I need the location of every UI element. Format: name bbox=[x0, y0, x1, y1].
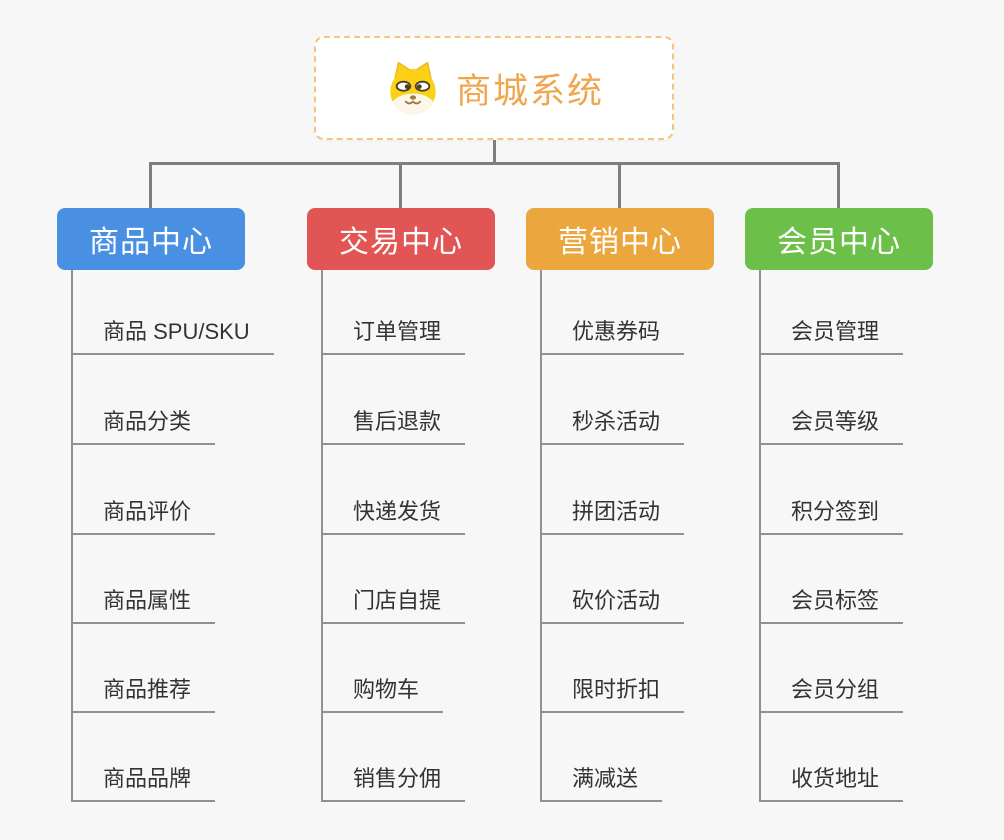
sub-topic-node[interactable]: 会员标签 bbox=[759, 587, 904, 624]
connector-drop-member bbox=[837, 162, 840, 208]
sub-topic-node[interactable]: 销售分佣 bbox=[321, 765, 466, 802]
sub-topic-node[interactable]: 商品品牌 bbox=[71, 765, 216, 802]
sub-topic-node[interactable]: 门店自提 bbox=[321, 587, 466, 624]
sub-topic-node[interactable]: 优惠券码 bbox=[540, 318, 685, 355]
sub-topic-node[interactable]: 订单管理 bbox=[321, 318, 466, 355]
connector-root-drop bbox=[493, 140, 496, 163]
branch-trunk-member bbox=[759, 270, 761, 801]
connector-drop-product bbox=[149, 162, 152, 208]
sub-topic-node[interactable]: 满减送 bbox=[540, 765, 663, 802]
root-title: 商城系统 bbox=[455, 71, 604, 111]
branch-trunk-marketing bbox=[540, 270, 542, 801]
sub-topic-node[interactable]: 限时折扣 bbox=[540, 676, 685, 713]
doge-icon bbox=[390, 61, 436, 115]
branch-node-member-center[interactable]: 会员中心 bbox=[745, 208, 933, 270]
branch-node-trade-center[interactable]: 交易中心 bbox=[307, 208, 495, 270]
sub-topic-node[interactable]: 拼团活动 bbox=[540, 498, 685, 535]
sub-topic-node[interactable]: 购物车 bbox=[321, 676, 444, 713]
sub-topic-node[interactable]: 商品 SPU/SKU bbox=[71, 318, 274, 355]
sub-topic-node[interactable]: 砍价活动 bbox=[540, 587, 685, 624]
sub-topic-node[interactable]: 积分签到 bbox=[759, 498, 904, 535]
branch-node-product-center[interactable]: 商品中心 bbox=[57, 208, 245, 270]
sub-topic-node[interactable]: 秒杀活动 bbox=[540, 408, 685, 445]
sub-topic-node[interactable]: 售后退款 bbox=[321, 408, 466, 445]
root-node-mall-system[interactable]: 商城系统 bbox=[314, 36, 674, 140]
sub-topic-node[interactable]: 商品推荐 bbox=[71, 676, 216, 713]
sub-topic-node[interactable]: 收货地址 bbox=[759, 765, 904, 802]
branch-node-marketing-center[interactable]: 营销中心 bbox=[526, 208, 714, 270]
sub-topic-node[interactable]: 快递发货 bbox=[321, 498, 466, 535]
sub-topic-node[interactable]: 会员管理 bbox=[759, 318, 904, 355]
branch-trunk-product bbox=[71, 270, 73, 801]
sub-topic-node[interactable]: 商品分类 bbox=[71, 408, 216, 445]
sub-topic-node[interactable]: 会员分组 bbox=[759, 676, 904, 713]
connector-horizontal-bar bbox=[149, 162, 839, 165]
connector-drop-marketing bbox=[618, 162, 621, 208]
sub-topic-node[interactable]: 商品属性 bbox=[71, 587, 216, 624]
branch-trunk-trade bbox=[321, 270, 323, 801]
sub-topic-node[interactable]: 会员等级 bbox=[759, 408, 904, 445]
connector-drop-trade bbox=[399, 162, 402, 208]
sub-topic-node[interactable]: 商品评价 bbox=[71, 498, 216, 535]
